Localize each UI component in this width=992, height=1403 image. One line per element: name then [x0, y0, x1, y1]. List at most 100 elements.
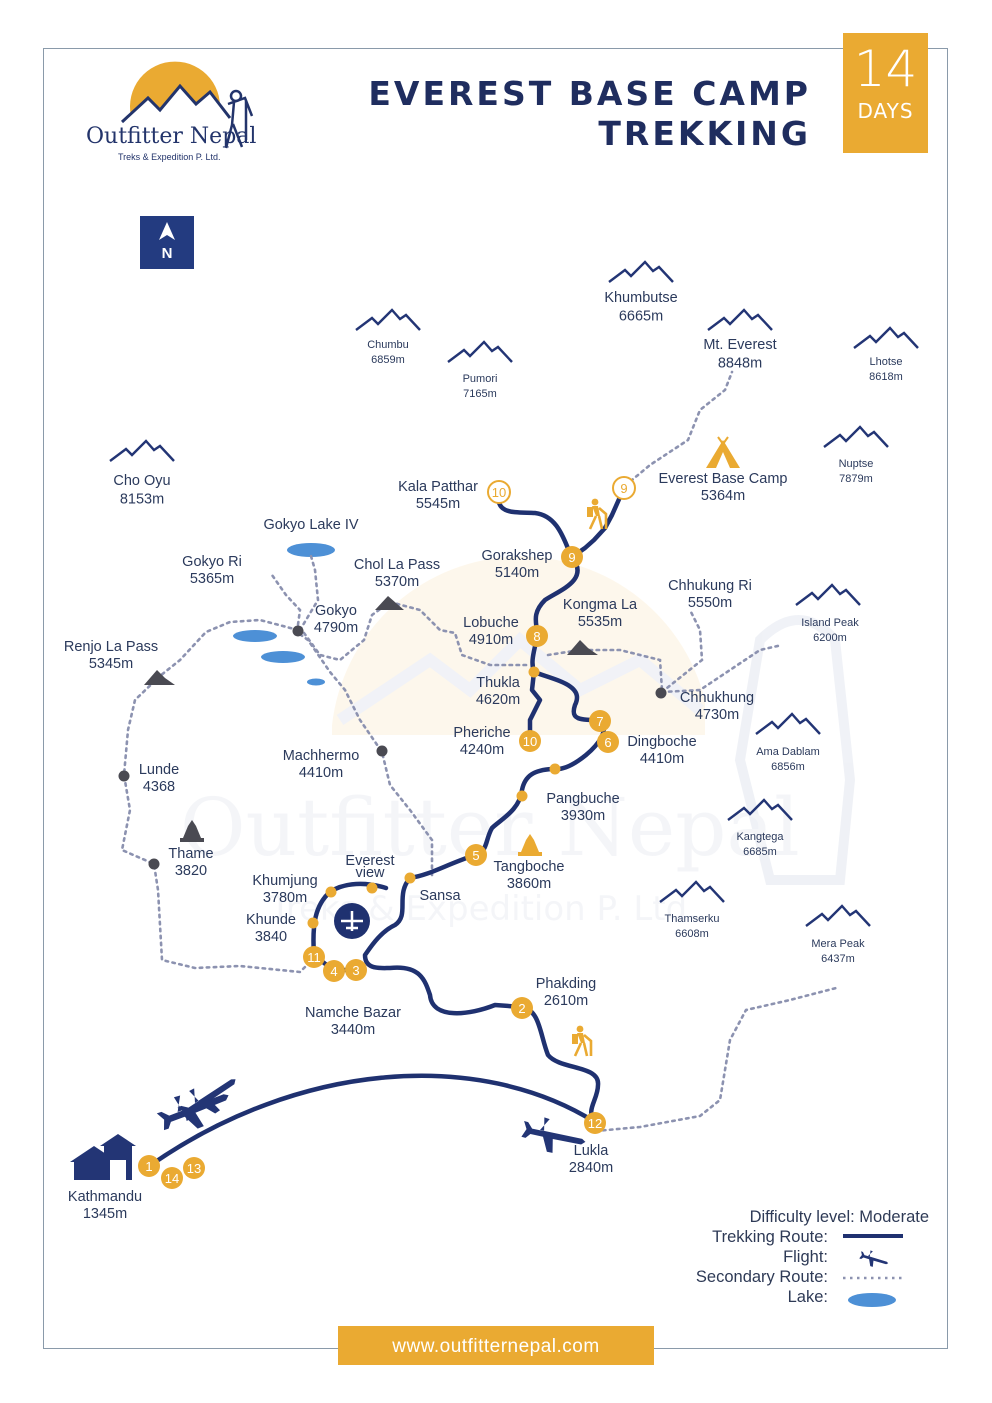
brand-logo: [120, 61, 254, 149]
peak-name: Mera Peak: [811, 938, 865, 950]
day-marker: 4: [323, 960, 345, 982]
peak-name: Pumori: [463, 373, 498, 385]
peak-name: Lhotse: [869, 356, 902, 368]
place-name: Chol La Pass: [354, 557, 440, 573]
place-name: Thame: [168, 846, 213, 862]
mountain-icon: [794, 583, 862, 607]
day-marker: 9: [612, 476, 636, 500]
hiker-icon: [585, 497, 608, 531]
place-elevation: 4410m: [640, 751, 684, 767]
days-number: 14: [853, 40, 918, 98]
place-elevation: 4240m: [460, 742, 504, 758]
place-name: Pangbuche: [546, 791, 619, 807]
place-name: Everest: [345, 853, 394, 869]
day-marker: 13: [183, 1157, 205, 1179]
day-number: 14: [165, 1171, 179, 1186]
legend-symbols: [843, 1234, 906, 1280]
day-marker: 2: [511, 997, 533, 1019]
day-number: 6: [604, 735, 611, 750]
day-marker: 12: [584, 1112, 606, 1134]
place-elevation: 5370m: [375, 574, 419, 590]
brand-name: Outfitter Nepal: [86, 124, 257, 149]
north-arrow-icon: N: [140, 216, 194, 269]
place-name: Gokyo Lake IV: [263, 517, 358, 533]
peak-name: Nuptse: [839, 458, 874, 470]
pass-icon: [144, 596, 598, 685]
day-number: 2: [518, 1001, 525, 1016]
place-elevation: 1345m: [83, 1206, 127, 1222]
day-marker: 14: [161, 1167, 183, 1189]
day-number: 9: [620, 481, 627, 496]
day-number: 12: [588, 1116, 602, 1131]
lakes: [233, 543, 896, 1307]
tent-icon: [706, 436, 740, 468]
place-elevation: 5545m: [416, 496, 460, 512]
secondary-routes: [120, 370, 838, 1133]
place-elevation: 5550m: [688, 595, 732, 611]
place-name: Kala Patthar: [398, 479, 478, 495]
place-sansa: Sansa: [419, 888, 461, 904]
place-elevation: 5365m: [190, 571, 234, 587]
place-elevation: 4410m: [299, 765, 343, 781]
place-elevation: 3840: [255, 929, 287, 945]
place-name: Machhermo: [283, 748, 360, 764]
day-marker: 6: [597, 731, 619, 753]
place-name: Namche Bazar: [305, 1005, 401, 1021]
flight-route: [146, 1073, 597, 1169]
day-number: 1: [145, 1159, 152, 1174]
place-elevation: 4910m: [469, 632, 513, 648]
mountain-icon: [446, 340, 514, 364]
mountain-icon: [108, 439, 176, 463]
page-title: EVEREST BASE CAMP TREKKING: [368, 74, 811, 154]
hiker-icon: [570, 1024, 593, 1058]
brand-tagline: Treks & Expedition P. Ltd.: [118, 152, 221, 162]
day-marker: 11: [303, 946, 325, 968]
place-name: Dingboche: [627, 734, 696, 750]
peak-name: Cho Oyu: [113, 473, 170, 489]
place-elevation: 3930m: [561, 808, 605, 824]
peak-elevation: 7165m: [463, 388, 497, 400]
airport-icon: [334, 903, 370, 939]
peak-name: Chumbu: [367, 339, 409, 351]
day-number: 8: [533, 629, 540, 644]
days-label: DAYS: [857, 99, 914, 123]
website-link[interactable]: www.outfitternepal.com: [338, 1326, 654, 1365]
place-name: Gokyo Ri: [182, 554, 242, 570]
place-name: Lunde: [139, 762, 179, 778]
place-gokyo-lake-iv: Gokyo Lake IV: [263, 517, 358, 533]
route-dots: [307, 666, 561, 929]
day-number: 7: [596, 714, 603, 729]
place-elevation: 3820: [175, 863, 207, 879]
place-elevation: 3440m: [331, 1022, 375, 1038]
title-line-2: TREKKING: [598, 114, 811, 153]
peaks: Khumbutse6665mChumbu6859mPumori7165mMt. …: [108, 260, 920, 965]
mountain-icon: [822, 425, 890, 449]
peak-name: Thamserku: [664, 913, 719, 925]
place-name: Pheriche: [453, 725, 510, 741]
place-elevation: 4368: [143, 779, 175, 795]
legend-flight: Flight:: [783, 1248, 828, 1266]
place-elevation: 4730m: [695, 707, 739, 723]
place-elevation: 2610m: [544, 993, 588, 1009]
day-marker: 8: [526, 625, 548, 647]
peak-elevation: 6856m: [771, 761, 805, 773]
peak-elevation: 6608m: [675, 928, 709, 940]
place-name: Kongma La: [563, 597, 638, 613]
place-name: Khumjung: [252, 873, 317, 889]
